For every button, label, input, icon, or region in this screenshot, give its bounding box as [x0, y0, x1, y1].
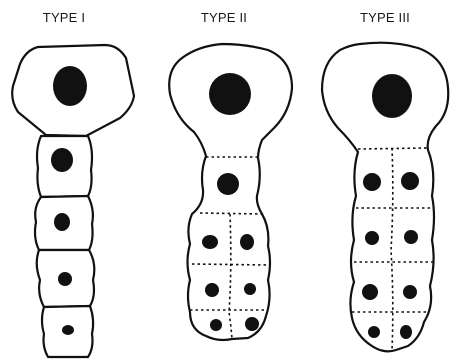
type-2-label: TYPE II — [201, 10, 247, 25]
type-1-nucleus-4 — [62, 325, 74, 335]
type-2-nucleus-5 — [244, 283, 256, 295]
type-2-head-nucleus — [209, 73, 251, 115]
type-1-head-nucleus — [53, 66, 87, 106]
type-3-nucleus-7 — [368, 326, 380, 338]
type-3-nucleus-4 — [404, 230, 418, 244]
type-1-nucleus-1 — [51, 148, 73, 172]
type-3-nucleus-2 — [401, 172, 419, 190]
type-3-nucleus-8 — [400, 325, 412, 339]
type-2-nucleus-7 — [245, 317, 259, 331]
type-1-nucleus-2 — [54, 213, 70, 231]
type-1-group: TYPE I — [12, 10, 134, 357]
type-2-nucleus-3 — [240, 234, 254, 250]
type-2-nucleus-6 — [210, 319, 222, 331]
type-2-nucleus-2 — [202, 235, 218, 249]
type-1-label: TYPE I — [43, 10, 85, 25]
type-3-group: TYPE III — [322, 10, 448, 351]
type-3-head-nucleus — [372, 74, 412, 118]
type-3-nucleus-1 — [363, 173, 381, 191]
type-1-nucleus-3 — [58, 272, 72, 286]
type-2-nucleus-4 — [205, 283, 219, 297]
type-3-nucleus-3 — [365, 231, 379, 245]
type-2-nucleus-1 — [217, 173, 239, 195]
type-3-nucleus-6 — [403, 285, 417, 299]
type-3-label: TYPE III — [360, 10, 410, 25]
type-3-nucleus-5 — [362, 284, 378, 300]
type-2-group: TYPE II — [169, 10, 292, 340]
